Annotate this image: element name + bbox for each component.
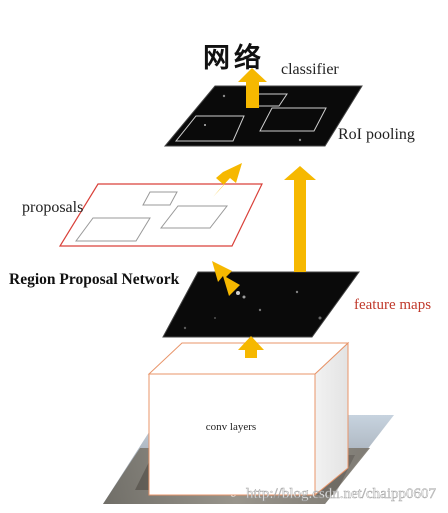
proposals-plane: proposals [22, 183, 263, 247]
arrow-features-to-proposals [212, 261, 240, 296]
arrow-conv-to-features [238, 336, 264, 358]
classifier-label: classifier [281, 61, 339, 78]
roi-pooling-label: RoI pooling [338, 126, 415, 143]
proposal-box-small [142, 191, 178, 206]
conv-layers-label: conv layers [206, 421, 256, 433]
feature-maps-plane: feature maps [162, 271, 431, 338]
roi-box-left [174, 115, 245, 142]
arrow-roi-to-classifier [238, 68, 267, 108]
arrow-features-to-roi [284, 166, 316, 272]
arrows [212, 68, 316, 358]
roi-box-right [259, 107, 327, 132]
proposal-box-right [159, 205, 229, 229]
proposals-label: proposals [22, 199, 83, 216]
roi-pooling-plane: RoI pooling [163, 85, 415, 147]
proposal-box-left [75, 217, 151, 242]
feature-maps-label: feature maps [354, 297, 431, 313]
conv-layers-box: conv layers [147, 341, 350, 497]
watermark-text: http://blog.csdn.net/chaipp0607 [246, 486, 436, 502]
arrow-proposals-to-roi [213, 163, 242, 197]
rpn-label: Region Proposal Network [9, 271, 180, 288]
heading-text: 网络 [203, 42, 265, 74]
